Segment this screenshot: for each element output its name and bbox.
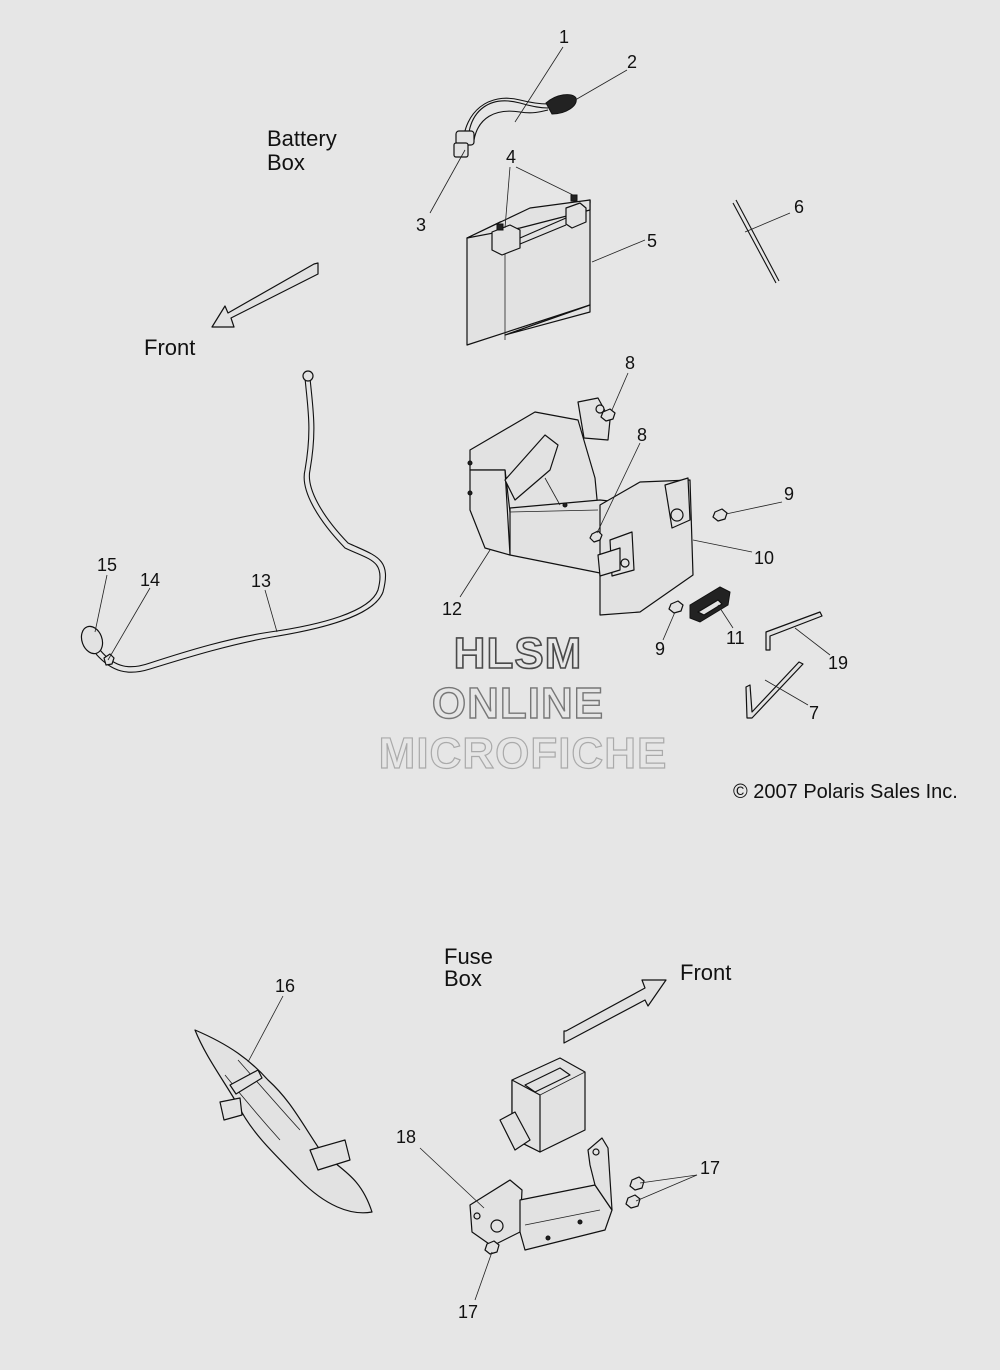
leader-lines [94, 46, 831, 1301]
callout-11: 11 [726, 628, 745, 648]
svg-text:Box: Box [444, 966, 482, 991]
battery [466, 194, 591, 346]
callout-2: 2 [627, 52, 637, 72]
callout-18: 18 [396, 1127, 416, 1147]
front-arrow-top: Front [144, 262, 319, 360]
fuse-box-bracket [469, 1137, 613, 1251]
battery-harness [453, 94, 577, 158]
hex-key-7 [745, 661, 804, 719]
callout-numbers: 1 2 3 4 5 6 7 8 8 9 9 10 11 12 13 14 15 … [97, 27, 848, 1322]
callout-9-right: 9 [784, 484, 794, 504]
callout-3: 3 [416, 215, 426, 235]
callout-5: 5 [647, 231, 657, 251]
battery-tray [467, 397, 694, 616]
callout-10: 10 [754, 548, 774, 568]
battery-cable [80, 370, 387, 673]
callout-9-lower: 9 [655, 639, 665, 659]
tray-fasteners [589, 408, 728, 614]
front-label-bottom: Front [680, 960, 731, 985]
callout-4: 4 [506, 147, 516, 167]
fuse-box-block [499, 1057, 586, 1153]
callout-17-right: 17 [700, 1158, 720, 1178]
svg-text:Fuse: Fuse [444, 944, 493, 969]
watermark-line-3: MICROFICHE [379, 729, 668, 778]
svg-text:Battery: Battery [267, 126, 337, 151]
watermark: HLSM ONLINE MICROFICHE [378, 628, 668, 778]
watermark-line-2: ONLINE [432, 679, 604, 728]
battery-box-label: Battery Box [267, 126, 337, 175]
svg-text:Box: Box [267, 150, 305, 175]
callout-13: 13 [251, 571, 271, 591]
callout-8-lower: 8 [637, 425, 647, 445]
callout-15: 15 [97, 555, 117, 575]
battery-strap [732, 199, 780, 284]
callout-16: 16 [275, 976, 295, 996]
callout-19: 19 [828, 653, 848, 673]
hex-key-19 [765, 611, 823, 651]
callout-14: 14 [140, 570, 160, 590]
front-label-top: Front [144, 335, 195, 360]
tray-connector [689, 586, 731, 623]
fuse-box-cover [194, 1029, 373, 1214]
callout-17-bottom: 17 [458, 1302, 478, 1322]
fuse-box-label: Fuse Box [444, 944, 493, 991]
callout-7: 7 [809, 703, 819, 723]
callout-8-upper: 8 [625, 353, 635, 373]
bracket-screws [484, 1176, 645, 1255]
watermark-line-1: HLSM [454, 629, 583, 678]
callout-1: 1 [559, 27, 569, 47]
callout-6: 6 [794, 197, 804, 217]
copyright-notice: © 2007 Polaris Sales Inc. [733, 781, 958, 803]
callout-12: 12 [442, 599, 462, 619]
front-arrow-bottom: Front [563, 960, 731, 1044]
